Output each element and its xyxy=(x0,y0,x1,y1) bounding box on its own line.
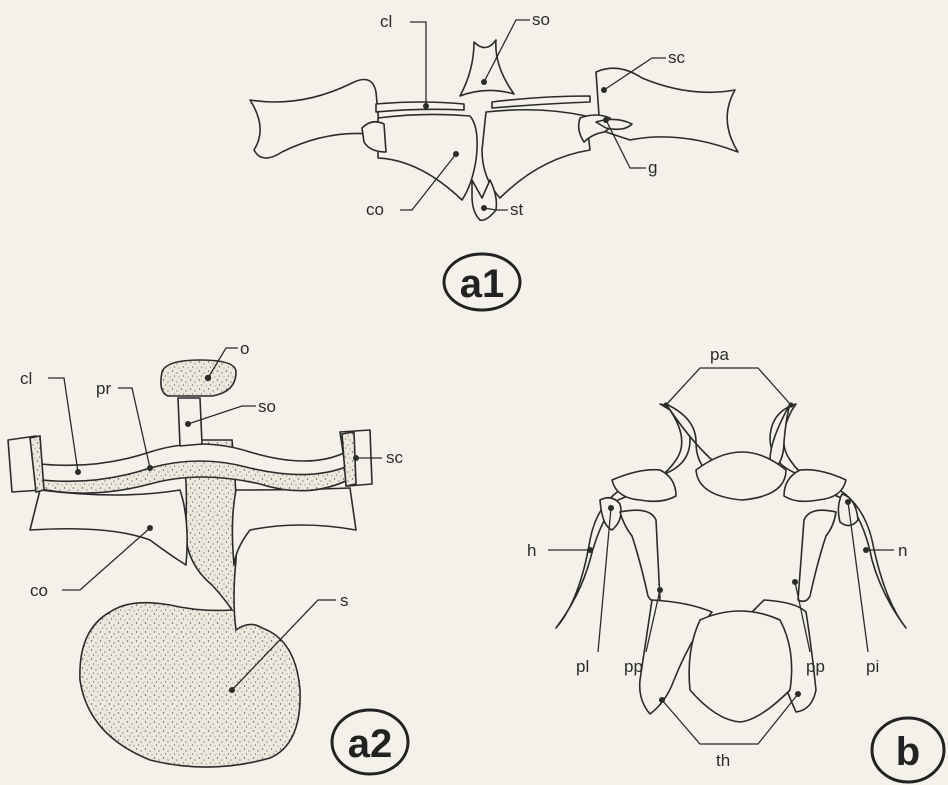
a1-label-cl: cl xyxy=(380,12,392,31)
a1-right-clavicle xyxy=(492,96,590,108)
a1-omosternum xyxy=(460,40,514,96)
b-right-pp xyxy=(798,510,836,601)
a2-label-s: s xyxy=(340,591,349,610)
b-label-pi: pi xyxy=(866,657,879,676)
a1-sternum xyxy=(472,180,496,220)
b-right-arch xyxy=(770,404,906,628)
b-label-pa: pa xyxy=(710,345,729,364)
a2-label-o: o xyxy=(240,339,249,358)
b-label-pp-left: pp xyxy=(624,657,643,676)
a1-left-glenoid xyxy=(362,122,386,152)
a2-right-coracoid xyxy=(232,488,356,565)
a1-right-coracoid xyxy=(482,110,590,198)
a2-label-co: co xyxy=(30,581,48,600)
a1-label-g: g xyxy=(648,158,657,177)
a2-label-so: so xyxy=(258,397,276,416)
b-left-pp xyxy=(620,510,660,601)
b-label-h: h xyxy=(527,541,536,560)
a1-label-co: co xyxy=(366,200,384,219)
panel-a2: o cl pr so sc co s a2 xyxy=(8,339,408,774)
svg-text:b: b xyxy=(896,730,920,774)
panel-b: pa h n pl pp pp pi th b xyxy=(527,345,944,782)
a2-label-pr: pr xyxy=(96,379,111,398)
a1-label-so: so xyxy=(532,10,550,29)
a2-omosternum-cap xyxy=(161,360,236,396)
a1-label-sc: sc xyxy=(668,48,686,67)
b-label-pp-right: pp xyxy=(806,657,825,676)
b-lower-bowl xyxy=(689,611,792,722)
a2-left-coracoid xyxy=(30,490,187,565)
a1-left-scapula xyxy=(250,80,380,159)
a1-label-st: st xyxy=(510,200,524,219)
a2-badge: a2 xyxy=(332,710,408,774)
b-label-th: th xyxy=(716,751,730,770)
a1-badge: a1 xyxy=(444,254,520,310)
a2-label-cl: cl xyxy=(20,369,32,388)
b-label-pl: pl xyxy=(576,657,589,676)
b-right-pi xyxy=(838,494,858,526)
svg-text:a1: a1 xyxy=(460,262,505,306)
b-label-n: n xyxy=(898,541,907,560)
a1-left-coracoid xyxy=(378,114,477,200)
a1-left-clavicle xyxy=(376,102,464,112)
svg-text:a2: a2 xyxy=(348,722,393,766)
b-badge: b xyxy=(872,718,944,782)
panel-a1: cl so sc g co st a1 xyxy=(250,10,738,310)
a2-label-sc: sc xyxy=(386,448,404,467)
